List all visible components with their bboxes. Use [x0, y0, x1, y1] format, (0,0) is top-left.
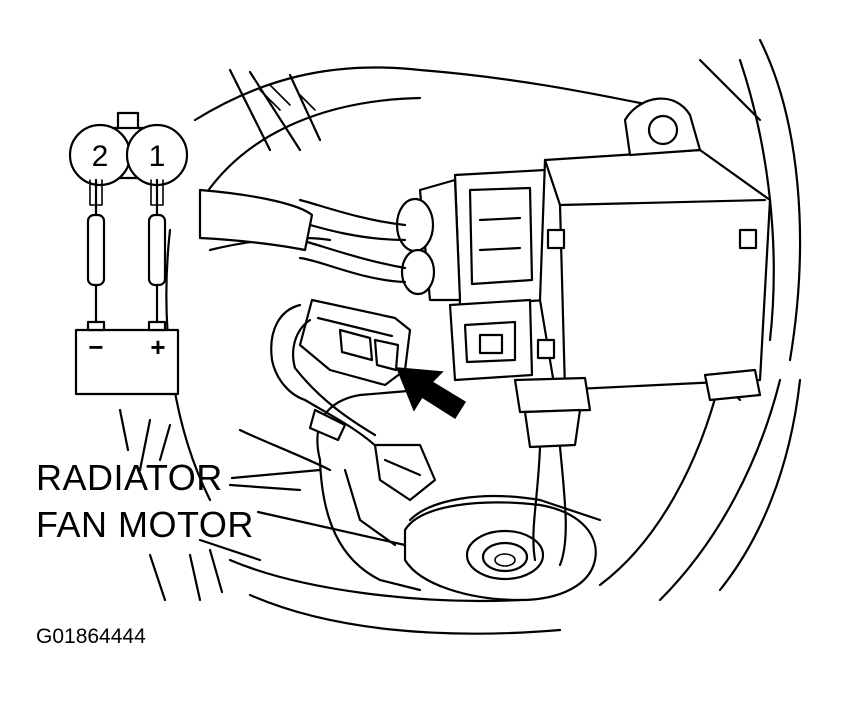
battery-test-connection — [68, 111, 189, 396]
vehicle-connector-housing — [198, 168, 550, 307]
connector-face-icon — [68, 111, 189, 187]
lower-connector — [448, 298, 534, 382]
component-label-line1: RADIATOR — [36, 457, 223, 498]
fan-motor-connector — [270, 298, 437, 502]
motor-housing — [316, 388, 602, 602]
fan-control-module — [513, 97, 772, 567]
component-label-line2: FAN MOTOR — [36, 504, 254, 545]
battery-positive-symbol: + — [150, 332, 165, 362]
figure-id: G01864444 — [36, 625, 146, 648]
battery-negative-symbol: − — [88, 332, 103, 362]
fan-shroud-linework — [118, 38, 802, 635]
terminal-1-label: 1 — [149, 140, 166, 173]
terminal-2-label: 2 — [92, 140, 109, 173]
battery-icon — [74, 320, 180, 396]
arrow-icon — [395, 367, 467, 420]
label-leader-lines — [228, 468, 407, 547]
